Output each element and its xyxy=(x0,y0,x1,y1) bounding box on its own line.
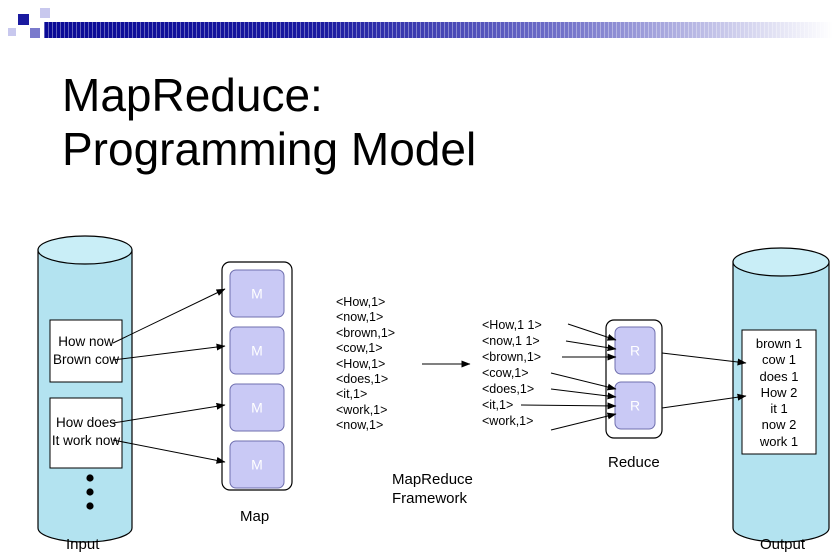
input-to-map-arrows xyxy=(112,288,226,464)
page-title: MapReduce: Programming Model xyxy=(62,68,476,176)
ellipsis-dots xyxy=(86,474,94,510)
grouped-pair: <How,1 1> xyxy=(482,318,542,332)
intermediate-pair: <now,1> xyxy=(336,310,384,325)
output-result: brown 1 xyxy=(755,336,803,351)
grouped-pair: <brown,1> xyxy=(482,350,542,364)
output-result: cow 1 xyxy=(762,352,796,368)
grouped-pairs-list: <How,1 1> <now,1 1> <brown,1> <cow,1> <does,… xyxy=(482,317,542,429)
reduce-blocks: RR xyxy=(614,326,656,430)
map-label: Map xyxy=(240,508,270,525)
grouped-pair: <cow,1> xyxy=(482,366,529,380)
output-result: it 1 xyxy=(770,401,788,417)
input-doc-1: How now Brown cow xyxy=(52,334,120,367)
pairs-to-reduce-arrows xyxy=(520,323,617,431)
title-line-2: Programming Model xyxy=(62,123,477,175)
reduce-block-2: R xyxy=(614,381,656,430)
map-container xyxy=(221,261,293,491)
map-block-3: M xyxy=(229,383,285,432)
input-doc-2: How does It work now xyxy=(51,415,121,448)
intermediate-pair: <cow,1> xyxy=(336,341,383,356)
output-label: Output xyxy=(760,536,806,553)
map-block-4: M xyxy=(229,440,285,489)
intermediate-pair: <How,1> xyxy=(336,295,386,309)
output-result: How 2 xyxy=(760,384,798,400)
reduce-block-1-label: R xyxy=(630,343,640,359)
reduce-block-2-label: R xyxy=(630,398,640,414)
header-bar xyxy=(44,22,833,38)
map-blocks: M M M M xyxy=(229,269,285,489)
intermediate-pair: <now,1> xyxy=(336,418,384,433)
output-results-box xyxy=(741,329,817,455)
map-block-4-label: M xyxy=(251,457,263,473)
intermediate-pair: <work,1> xyxy=(336,402,388,417)
framework-label: MapReduce Framework xyxy=(392,471,473,507)
output-result: does 1 xyxy=(759,368,799,384)
title-line-1: MapReduce: xyxy=(62,69,323,121)
map-block-1-label: M xyxy=(251,286,263,302)
input-label: Input xyxy=(66,536,100,553)
grouped-pair: <work,1> xyxy=(482,414,534,428)
grouped-pair: <now,1 1> xyxy=(482,334,540,348)
map-block-1: M xyxy=(229,269,285,318)
output-result: work 1 xyxy=(759,433,799,449)
intermediate-pair: <does,1> xyxy=(336,372,389,387)
intermediate-pair: <it,1> xyxy=(336,387,368,402)
input-doc-2-box xyxy=(49,397,123,469)
map-block-3-label: M xyxy=(251,400,263,416)
grouped-pair: <does,1> xyxy=(482,382,535,396)
intermediate-pair: <How,1> xyxy=(336,356,386,371)
input-cylinder xyxy=(37,235,133,543)
header-decoration xyxy=(0,0,70,40)
intermediate-pairs-list: <How,1><now,1><brown,1><cow,1><How,1><do… xyxy=(336,295,395,434)
grouped-pair: <it,1> xyxy=(482,398,514,412)
input-doc-1-box xyxy=(49,319,123,383)
reduce-label: Reduce xyxy=(608,454,660,471)
output-result: now 2 xyxy=(761,417,797,433)
map-block-2: M xyxy=(229,326,285,375)
map-block-2-label: M xyxy=(251,343,263,359)
reduce-block-1: R xyxy=(614,326,656,375)
reduce-to-output-arrows xyxy=(661,352,747,409)
intermediate-pair: <brown,1> xyxy=(336,325,396,340)
